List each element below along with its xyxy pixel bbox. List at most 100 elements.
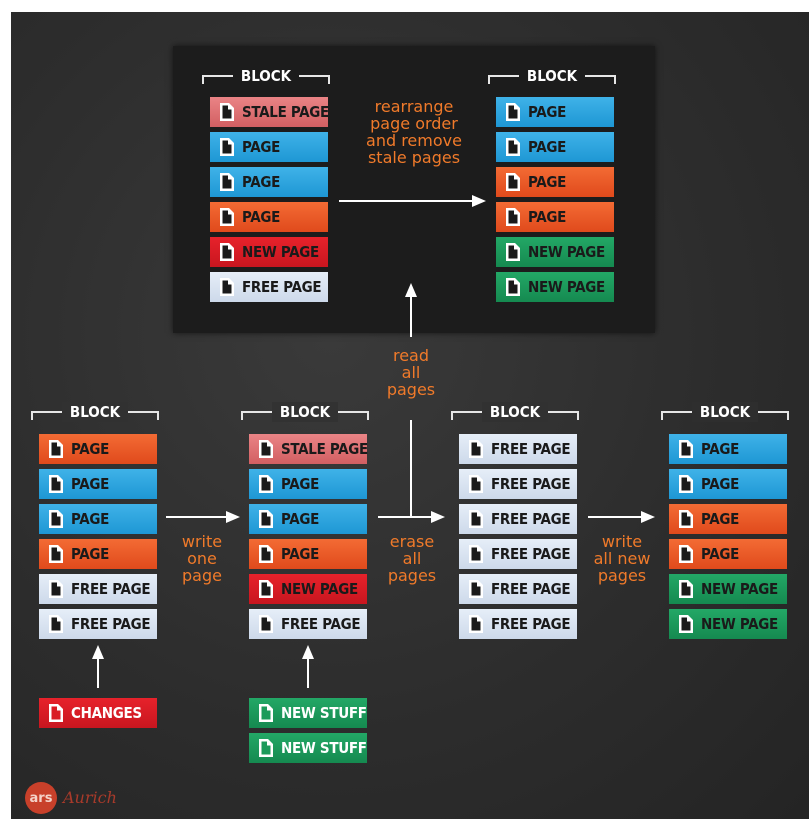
page-icon — [220, 243, 234, 261]
block-label-4: BLOCK — [661, 402, 789, 422]
page-icon — [506, 243, 520, 261]
page-cell: FREE PAGE — [39, 574, 157, 604]
page-icon — [259, 615, 273, 633]
page-cell: PAGE — [39, 504, 157, 534]
new-stuff-cell: NEW STUFF — [249, 733, 367, 763]
page-cell: FREE PAGE — [459, 539, 577, 569]
page-cell: FREE PAGE — [459, 434, 577, 464]
page-icon — [259, 475, 273, 493]
page-cell: FREE PAGE — [459, 609, 577, 639]
page-icon — [469, 510, 483, 528]
page-cell: PAGE — [669, 504, 787, 534]
page-icon — [49, 475, 63, 493]
page-icon — [220, 138, 234, 156]
page-cell: FREE PAGE — [459, 504, 577, 534]
page-icon — [49, 580, 63, 598]
page-icon — [259, 440, 273, 458]
page-icon — [506, 138, 520, 156]
page-cell: PAGE — [39, 434, 157, 464]
page-cell: NEW PAGE — [496, 272, 614, 302]
ars-logo: ars — [25, 782, 57, 814]
arrowhead — [226, 511, 240, 523]
page-icon — [469, 545, 483, 563]
page-cell: PAGE — [249, 504, 367, 534]
block-label-top-left: BLOCK — [202, 66, 330, 86]
page-cell: STALE PAGE — [210, 97, 329, 127]
page-cell: PAGE — [669, 434, 787, 464]
page-icon — [220, 173, 234, 191]
arrowhead — [431, 511, 445, 523]
page-icon — [49, 440, 63, 458]
block-label-2: BLOCK — [241, 402, 369, 422]
page-icon — [679, 510, 693, 528]
page-cell: FREE PAGE — [210, 272, 328, 302]
page-cell: PAGE — [39, 539, 157, 569]
page-cell: PAGE — [249, 469, 367, 499]
page-cell: PAGE — [496, 97, 614, 127]
page-cell: NEW PAGE — [669, 574, 787, 604]
page-icon — [49, 545, 63, 563]
page-cell: PAGE — [210, 132, 328, 162]
page-cell: PAGE — [669, 539, 787, 569]
flow-arrows — [92, 195, 655, 688]
page-icon — [506, 208, 520, 226]
page-icon — [506, 103, 520, 121]
page-icon — [259, 739, 273, 757]
block-label-1: BLOCK — [31, 402, 159, 422]
arrowhead — [92, 645, 104, 659]
new-stuff-cell: NEW STUFF — [249, 698, 367, 728]
page-cell: STALE PAGE — [249, 434, 368, 464]
page-icon — [679, 580, 693, 598]
page-cell: FREE PAGE — [249, 609, 367, 639]
page-cell: PAGE — [496, 167, 614, 197]
block-label-top-right: BLOCK — [488, 66, 616, 86]
artist-signature: Aurich — [63, 788, 117, 807]
diagram-canvas: BLOCK BLOCK BLOCK BLOCK BLOCK BLOCK STAL… — [11, 12, 809, 819]
page-cell: NEW PAGE — [496, 237, 614, 267]
block-label-3: BLOCK — [451, 402, 579, 422]
page-icon — [506, 173, 520, 191]
page-icon — [469, 580, 483, 598]
page-cell: PAGE — [210, 202, 328, 232]
page-icon — [469, 475, 483, 493]
arrowhead — [472, 195, 486, 207]
page-icon — [679, 440, 693, 458]
changes-cell: CHANGES — [39, 698, 157, 728]
page-icon — [259, 545, 273, 563]
page-cell: PAGE — [210, 167, 328, 197]
arrowhead — [302, 645, 314, 659]
page-icon — [220, 278, 234, 296]
page-icon — [506, 278, 520, 296]
page-cell: NEW PAGE — [249, 574, 367, 604]
page-icon — [49, 510, 63, 528]
page-icon — [220, 103, 234, 121]
page-icon — [49, 615, 63, 633]
page-icon — [679, 475, 693, 493]
page-icon — [220, 208, 234, 226]
page-icon — [259, 510, 273, 528]
page-cell: PAGE — [39, 469, 157, 499]
page-cell: FREE PAGE — [459, 574, 577, 604]
arrowhead — [641, 511, 655, 523]
page-cell: PAGE — [496, 132, 614, 162]
page-cell: NEW PAGE — [669, 609, 787, 639]
page-icon — [679, 545, 693, 563]
page-cell: PAGE — [249, 539, 367, 569]
page-cell: FREE PAGE — [459, 469, 577, 499]
page-icon — [469, 440, 483, 458]
page-icon — [259, 580, 273, 598]
page-cell: PAGE — [669, 469, 787, 499]
page-icon — [259, 704, 273, 722]
arrowhead — [405, 283, 417, 297]
page-icon — [679, 615, 693, 633]
page-icon — [469, 615, 483, 633]
page-cell: FREE PAGE — [39, 609, 157, 639]
page-cell: NEW PAGE — [210, 237, 328, 267]
page-cell: PAGE — [496, 202, 614, 232]
page-icon — [49, 704, 63, 722]
